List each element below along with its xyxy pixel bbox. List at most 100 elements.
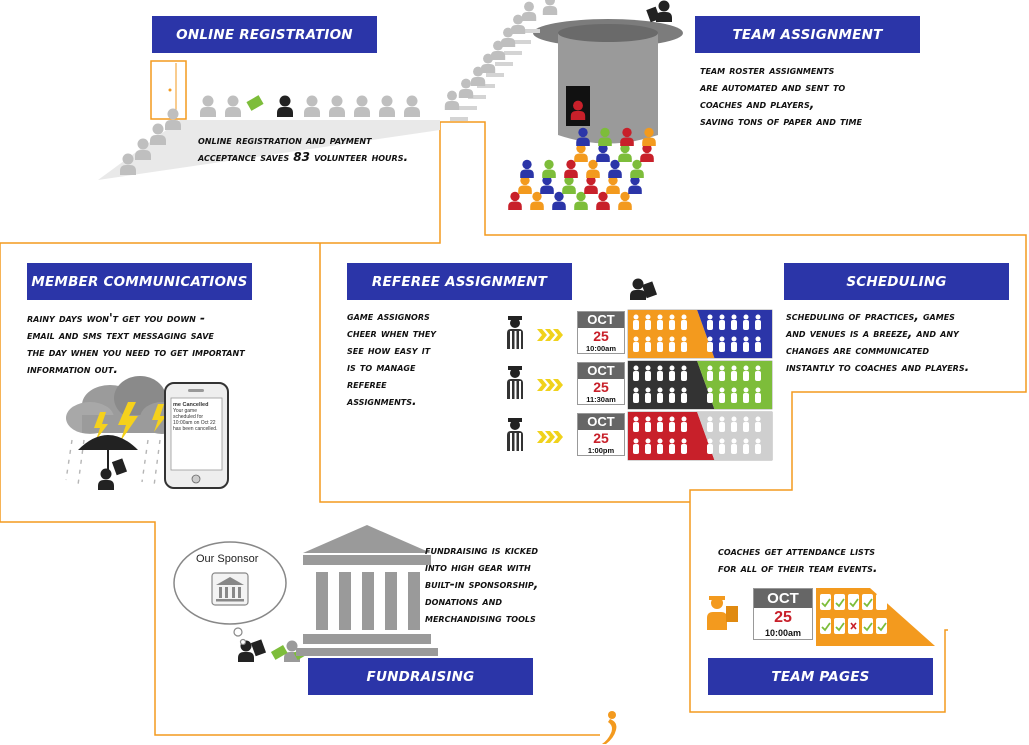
person-icon — [379, 95, 395, 117]
person-icon — [458, 78, 474, 98]
description-line: for all of their team events. — [718, 561, 878, 575]
person-icon — [586, 159, 600, 178]
coach-icon — [707, 596, 738, 630]
person-icon — [329, 95, 345, 117]
person-icon — [490, 40, 506, 60]
game-date-card: OCT 25 1:00pm — [577, 413, 625, 456]
person-icon — [598, 127, 612, 146]
arrow-icon — [537, 431, 563, 443]
date-month: OCT — [754, 589, 812, 608]
notification-line: Your game scheduled for — [173, 408, 204, 420]
member-communications-description: Rainy days won't get you down - email an… — [27, 310, 245, 378]
sponsor-thought-bubble — [173, 541, 287, 646]
person-icon — [618, 191, 632, 210]
floor-shadow — [98, 120, 440, 180]
referee-assignment-header: REFEREE ASSIGNMENT — [347, 263, 572, 300]
process-path — [0, 121, 1027, 736]
person-icon — [620, 127, 634, 146]
person-icon — [656, 0, 672, 22]
person-icon — [200, 95, 216, 117]
team-pages-description: Coaches get attendance lists for all of … — [718, 543, 877, 577]
person-icon — [542, 159, 556, 178]
person-icon — [470, 66, 486, 86]
game-date-card: OCT 25 11:30am — [577, 362, 625, 405]
person-icon — [606, 175, 620, 194]
description-line: are automated and sent to — [700, 80, 846, 94]
person-icon — [508, 191, 522, 210]
person-icon — [304, 95, 320, 117]
person-icon — [608, 159, 622, 178]
umbrella-icon — [78, 435, 138, 472]
person-icon — [574, 143, 588, 162]
description-line: referee — [347, 377, 387, 391]
person-icon — [564, 159, 578, 178]
person-icon — [540, 175, 554, 194]
door-icon — [150, 60, 187, 120]
person-icon — [444, 90, 460, 110]
game-date-card: OCT 25 10:00am — [577, 311, 625, 354]
person-icon — [480, 53, 496, 73]
person-icon — [165, 108, 181, 130]
person-icon — [596, 143, 610, 162]
date-month: OCT — [578, 312, 624, 328]
description-line: changes are communicated — [786, 343, 930, 357]
online-registration-description: Online registration and Payment acceptan… — [198, 132, 408, 166]
assignor-icon — [630, 278, 646, 300]
person-icon — [150, 123, 166, 145]
description-line: merchandising tools — [425, 611, 536, 625]
referee-icon — [507, 418, 523, 451]
date-time: 11:30am — [586, 395, 616, 404]
person-icon — [574, 191, 588, 210]
description-line: acceptance saves 83 Volunteer Hours. — [198, 150, 409, 164]
description-line: and venues is a breeze, and any — [786, 326, 959, 340]
date-time: 10:00am — [585, 344, 617, 353]
person-icon — [135, 138, 151, 160]
attendance-panel — [707, 588, 935, 646]
description-line: Scheduling of practices, games — [786, 309, 955, 323]
description-line: Game assignors — [347, 309, 430, 323]
description-line: into high gear with — [425, 560, 531, 574]
online-registration-header: ONLINE REGISTRATION — [152, 16, 377, 53]
description-line: Team Roster Assignments — [700, 63, 835, 77]
person-icon — [642, 127, 656, 146]
date-day: 25 — [593, 379, 609, 395]
person-icon — [520, 159, 534, 178]
phone-icon — [164, 382, 229, 489]
person-icon — [521, 1, 537, 21]
person-icon — [618, 143, 632, 162]
person-icon — [354, 95, 370, 117]
person-icon — [570, 100, 586, 120]
description-line: Fundraising is kicked — [425, 543, 539, 557]
person-icon — [630, 159, 644, 178]
scheduling-description: Scheduling of practices, games and venue… — [786, 308, 969, 376]
team-assignment-header: TEAM ASSIGNMENT — [695, 16, 920, 53]
notification-line: 10:00am on Oct 22 — [173, 420, 216, 426]
person-icon — [500, 27, 516, 47]
top-hat — [533, 19, 683, 144]
referee-icon — [507, 316, 523, 349]
arrow-icon — [537, 379, 563, 391]
team-pages-header: TEAM PAGES — [708, 658, 933, 695]
description-line: is to manage — [347, 360, 416, 374]
member-communications-header: MEMBER COMMUNICATIONS — [27, 263, 252, 300]
fundraising-header: FUNDRAISING — [308, 658, 533, 695]
description-line: assignments. — [347, 394, 417, 408]
description-line: see how easy it — [347, 343, 431, 357]
person-icon — [584, 175, 598, 194]
description-line: saving tons of paper and time — [700, 114, 862, 128]
attendance-date-card: OCT 25 10:00am — [753, 588, 813, 640]
description-line: Coaches get attendance lists — [718, 544, 876, 558]
person-icon — [98, 468, 114, 490]
person-icon — [640, 143, 654, 162]
sponsor-label: Our Sponsor — [196, 553, 259, 565]
person-icon — [628, 175, 642, 194]
people-layer — [98, 0, 672, 662]
date-day: 25 — [593, 430, 609, 446]
person-icon — [562, 175, 576, 194]
notification-title: me Cancelled — [173, 402, 209, 408]
notification-line: has been cancelled. — [173, 426, 218, 432]
date-day: 25 — [593, 328, 609, 344]
fundraising-description: Fundraising is kicked into high gear wit… — [425, 542, 538, 627]
